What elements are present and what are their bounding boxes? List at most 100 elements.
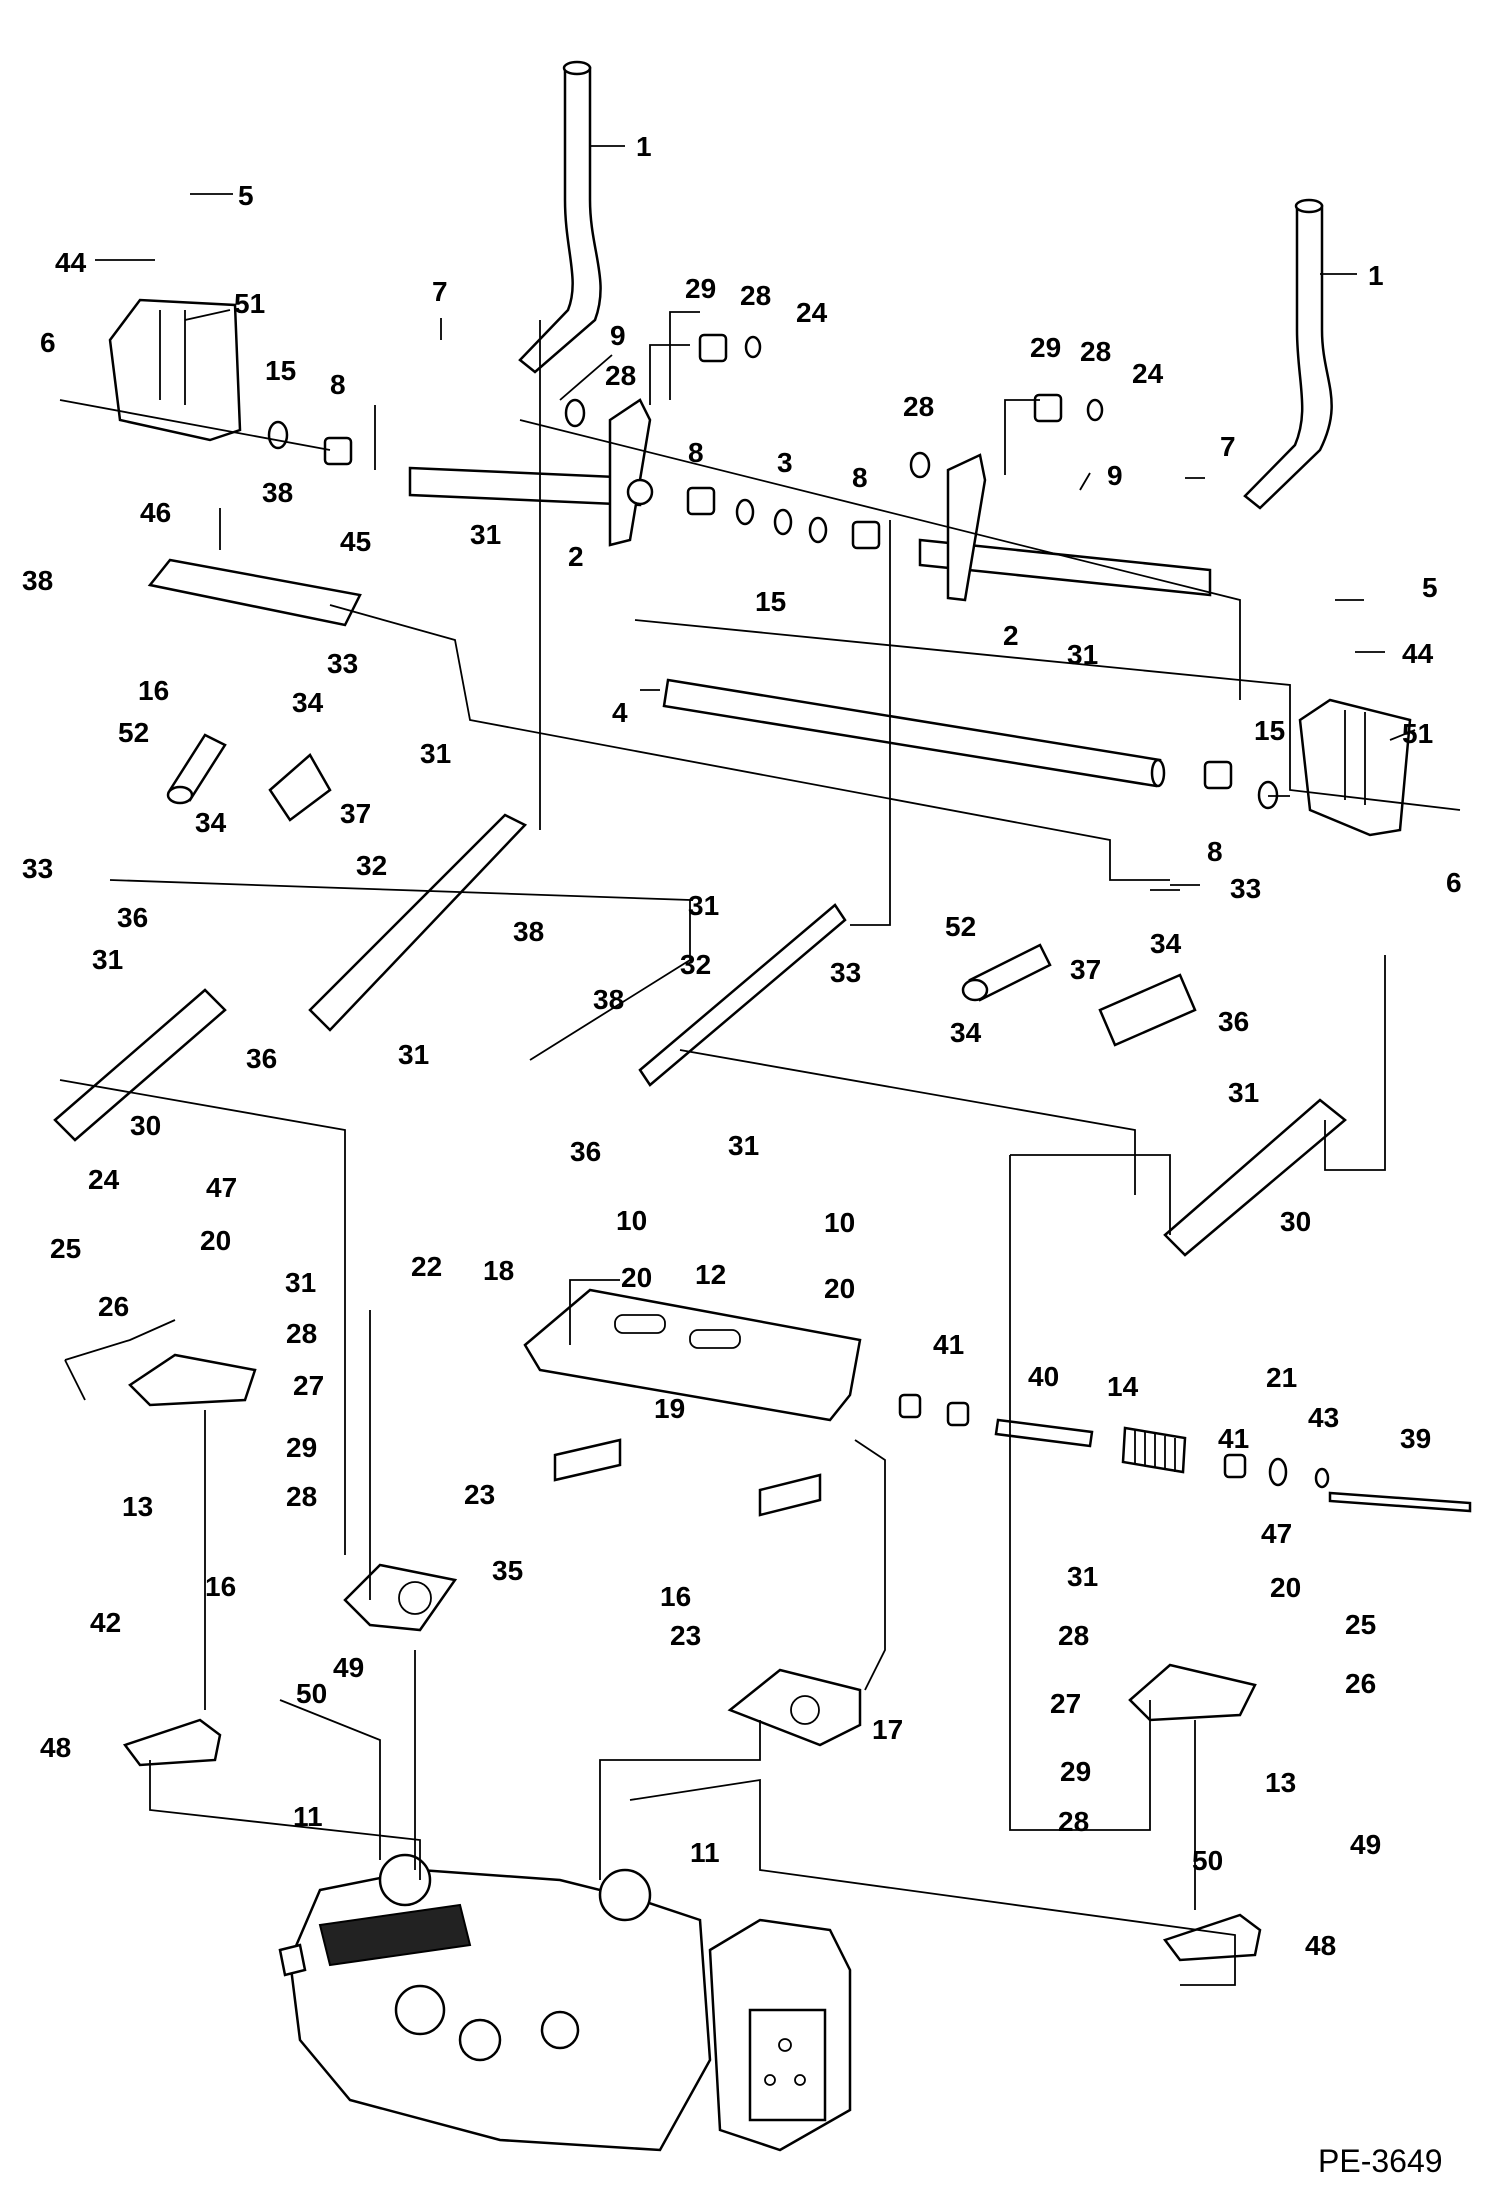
callout-52: 52 xyxy=(945,911,976,942)
callout-16: 16 xyxy=(138,675,169,706)
callout-42: 42 xyxy=(90,1607,121,1638)
callout-51: 51 xyxy=(1402,718,1433,749)
shaft-right xyxy=(918,538,1212,597)
damper-37-left xyxy=(268,753,332,822)
callout-37: 37 xyxy=(340,798,371,829)
callout-27: 27 xyxy=(293,1370,324,1401)
callout-31: 31 xyxy=(92,944,123,975)
cylinder-52-right xyxy=(961,943,1052,1002)
callout-28: 28 xyxy=(1058,1806,1089,1837)
callout-36: 36 xyxy=(1218,1006,1249,1037)
plate-45 xyxy=(147,558,362,627)
bracket-51-right xyxy=(1298,698,1412,837)
callout-10: 10 xyxy=(616,1205,647,1236)
callout-25: 25 xyxy=(50,1233,81,1264)
callout-48: 48 xyxy=(40,1732,71,1763)
block-48-right xyxy=(1162,1913,1262,1962)
callout-26: 26 xyxy=(1345,1668,1376,1699)
callout-39: 39 xyxy=(1400,1423,1431,1454)
arm-27-right xyxy=(1128,1663,1257,1722)
callout-28: 28 xyxy=(605,360,636,391)
bracket-51-left xyxy=(108,298,242,442)
callout-28: 28 xyxy=(1080,336,1111,367)
hydrostatic-pump xyxy=(278,1853,852,2152)
callout-38: 38 xyxy=(262,477,293,508)
callout-15: 15 xyxy=(1254,715,1285,746)
callout-14: 14 xyxy=(1107,1371,1139,1402)
callout-36: 36 xyxy=(246,1043,277,1074)
callout-47: 47 xyxy=(1261,1518,1292,1549)
callout-20: 20 xyxy=(824,1273,855,1304)
callout-6: 6 xyxy=(1446,867,1462,898)
callout-26: 26 xyxy=(98,1291,129,1322)
callout-31: 31 xyxy=(1067,639,1098,670)
callout-51: 51 xyxy=(234,288,265,319)
callout-41: 41 xyxy=(933,1329,964,1360)
assembly-lines xyxy=(59,320,1461,1986)
callout-31: 31 xyxy=(470,519,501,550)
callout-32: 32 xyxy=(680,949,711,980)
small-parts xyxy=(267,333,1279,810)
callout-36: 36 xyxy=(117,902,148,933)
callout-8: 8 xyxy=(330,369,346,400)
center-bracket-12 xyxy=(523,1288,862,1517)
callout-34: 34 xyxy=(950,1017,982,1048)
callout-34: 34 xyxy=(292,687,324,718)
control-lever-left xyxy=(518,60,602,374)
callout-34: 34 xyxy=(1150,928,1182,959)
callout-32: 32 xyxy=(356,850,387,881)
callout-49: 49 xyxy=(333,1652,364,1683)
callouts: 1 5 44 51 7 9 29 28 24 6 15 8 28 8 3 8 2… xyxy=(22,131,1462,1961)
callout-46: 46 xyxy=(140,497,171,528)
callout-28: 28 xyxy=(903,391,934,422)
callout-38: 38 xyxy=(22,565,53,596)
callout-5: 5 xyxy=(238,180,254,211)
callout-41: 41 xyxy=(1218,1423,1249,1454)
callout-28: 28 xyxy=(286,1481,317,1512)
callout-31: 31 xyxy=(1228,1077,1259,1108)
spring-assembly xyxy=(898,1393,1472,1513)
callout-1: 1 xyxy=(1368,260,1384,291)
callout-43: 43 xyxy=(1308,1402,1339,1433)
pivot-arm-left xyxy=(608,398,654,547)
callout-19: 19 xyxy=(654,1393,685,1424)
callout-18: 18 xyxy=(483,1255,514,1286)
callout-2: 2 xyxy=(568,541,584,572)
document-id: PE-3649 xyxy=(1318,2143,1443,2179)
link-32-right xyxy=(638,903,847,1087)
callout-12: 12 xyxy=(695,1259,726,1290)
callout-21: 21 xyxy=(1266,1362,1297,1393)
link-32-left xyxy=(308,813,528,1032)
callout-27: 27 xyxy=(1050,1688,1081,1719)
callout-9: 9 xyxy=(610,320,626,351)
callout-15: 15 xyxy=(265,355,296,386)
link-30-left xyxy=(53,988,227,1142)
callout-36: 36 xyxy=(570,1136,601,1167)
callout-31: 31 xyxy=(728,1130,759,1161)
shaft-left xyxy=(408,466,642,507)
callout-29: 29 xyxy=(685,273,716,304)
callout-47: 47 xyxy=(206,1172,237,1203)
callout-29: 29 xyxy=(286,1432,317,1463)
callout-5: 5 xyxy=(1422,572,1438,603)
link-30-right xyxy=(1163,1098,1347,1257)
callout-13: 13 xyxy=(1265,1767,1296,1798)
callout-40: 40 xyxy=(1028,1361,1059,1392)
callout-48: 48 xyxy=(1305,1930,1336,1961)
callout-8: 8 xyxy=(1207,836,1223,867)
callout-25: 25 xyxy=(1345,1609,1376,1640)
callout-31: 31 xyxy=(285,1267,316,1298)
callout-22: 22 xyxy=(411,1251,442,1282)
callout-31: 31 xyxy=(1067,1561,1098,1592)
callout-44: 44 xyxy=(55,247,87,278)
callout-8: 8 xyxy=(852,462,868,493)
callout-37: 37 xyxy=(1070,954,1101,985)
callout-49: 49 xyxy=(1350,1829,1381,1860)
callout-44: 44 xyxy=(1402,638,1434,669)
block-48-left xyxy=(122,1718,222,1767)
callout-35: 35 xyxy=(492,1555,523,1586)
callout-11: 11 xyxy=(293,1801,323,1832)
damper-37-right xyxy=(1098,973,1197,1047)
callout-28: 28 xyxy=(740,280,771,311)
callout-4: 4 xyxy=(612,697,628,728)
